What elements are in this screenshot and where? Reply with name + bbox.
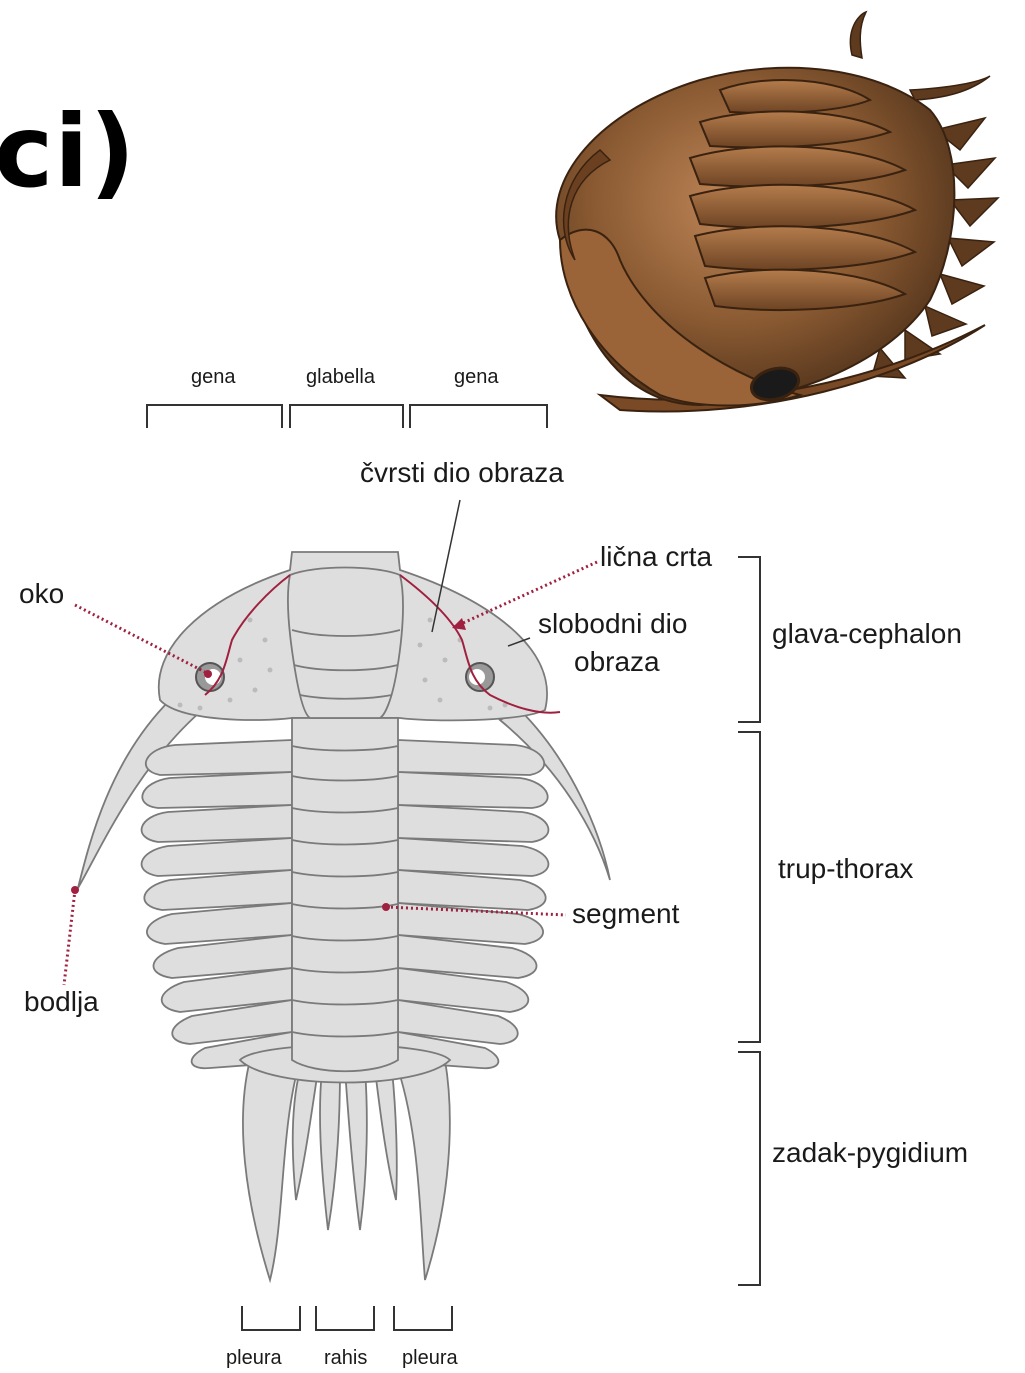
label-pleura-right: pleura bbox=[402, 1347, 458, 1370]
label-cephalon: glava-cephalon bbox=[772, 618, 962, 650]
label-spine: bodlja bbox=[24, 986, 99, 1018]
label-fixed-cheek: čvrsti dio obraza bbox=[360, 457, 564, 489]
trilobite-fossil-image bbox=[556, 12, 998, 412]
label-gena-right: gena bbox=[454, 366, 499, 389]
label-thorax: trup-thorax bbox=[778, 853, 913, 885]
label-segment: segment bbox=[572, 898, 679, 930]
bottom-brackets bbox=[242, 1306, 452, 1330]
trilobite-drawing bbox=[78, 552, 610, 1280]
label-pygidium: zadak-pygidium bbox=[772, 1137, 968, 1169]
label-free-cheek-line2: obraza bbox=[574, 646, 660, 678]
right-brackets bbox=[738, 557, 760, 1285]
label-pleura-left: pleura bbox=[226, 1347, 282, 1370]
label-gena-left: gena bbox=[191, 366, 236, 389]
label-free-cheek-line1: slobodni dio bbox=[538, 608, 687, 640]
label-rhachis: rahis bbox=[324, 1347, 367, 1370]
label-glabella: glabella bbox=[306, 366, 375, 389]
label-eye: oko bbox=[19, 578, 64, 610]
label-facial-suture: lična crta bbox=[600, 541, 712, 573]
top-brackets bbox=[147, 405, 547, 428]
